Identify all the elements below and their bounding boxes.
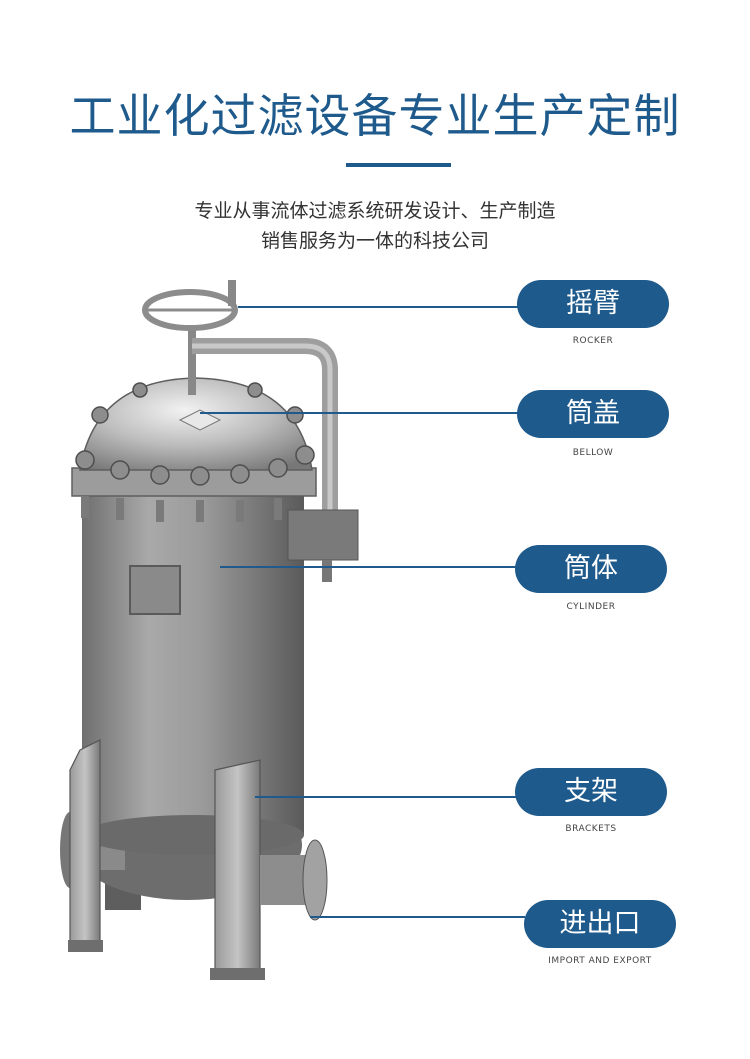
sublabel-cylinder: CYLINDER xyxy=(566,602,616,612)
page-title: 工业化过滤设备专业生产定制 xyxy=(69,89,681,143)
label-cylinder: 筒体 xyxy=(515,545,667,593)
leader-line-cylinder xyxy=(220,566,516,568)
leader-line-rocker xyxy=(238,306,518,308)
leader-line-bellow xyxy=(200,412,518,414)
label-brackets: 支架 xyxy=(515,768,667,816)
subtitle-line-2: 销售服务为一体的科技公司 xyxy=(260,230,489,252)
label-bellow: 筒盖 xyxy=(517,390,669,438)
title-underline xyxy=(346,163,451,167)
label-import-export: 进出口 xyxy=(524,900,676,948)
sublabel-bellow: BELLOW xyxy=(572,448,614,458)
label-rocker: 摇臂 xyxy=(517,280,669,328)
sublabel-brackets: BRACKETS xyxy=(565,824,617,834)
subtitle-line-1: 专业从事流体过滤系统研发设计、生产制造 xyxy=(194,200,556,222)
bag-filter-housing-illustration xyxy=(60,280,359,980)
sublabel-rocker: ROCKER xyxy=(572,336,614,346)
sublabel-import-export: IMPORT AND EXPORT xyxy=(548,956,652,966)
leader-line-import-export xyxy=(310,916,525,918)
leader-line-brackets xyxy=(255,796,517,798)
